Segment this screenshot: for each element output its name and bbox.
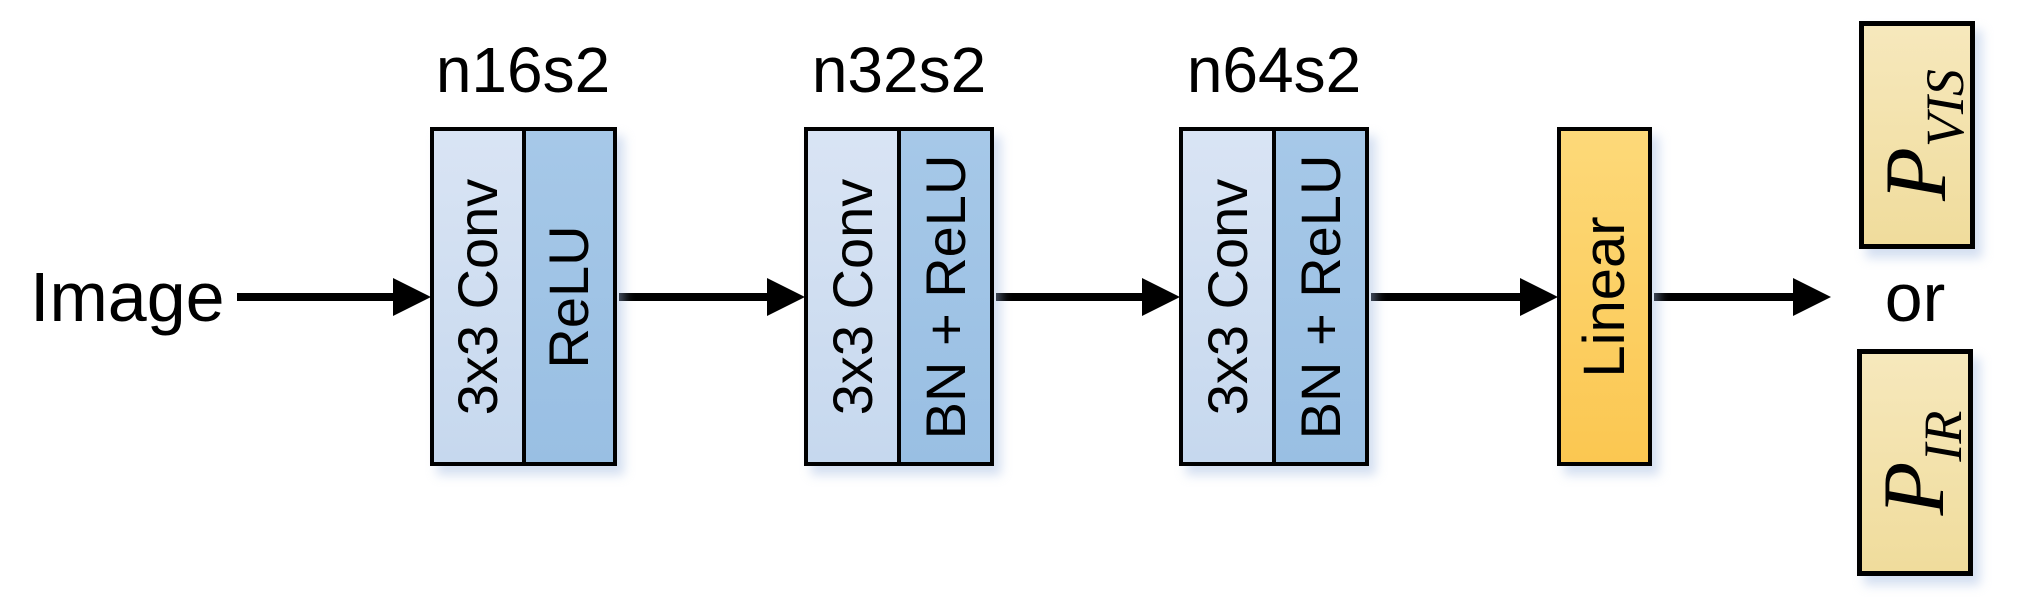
output-label-pvis: PVIS <box>1868 69 1975 201</box>
flow-arrow-5 <box>1654 278 1831 316</box>
conv-cell: 3x3 Conv <box>808 131 897 462</box>
activation-cell-label: BN + ReLU <box>1288 154 1352 439</box>
flow-arrow-2 <box>619 278 805 316</box>
conv-block-2: 3x3 Conv BN + ReLU <box>804 127 994 466</box>
or-label: or <box>1884 260 1946 336</box>
conv-cell: 3x3 Conv <box>434 131 522 462</box>
output-base: P <box>1866 461 1963 515</box>
output-base: P <box>1868 147 1965 201</box>
conv-cell: 3x3 Conv <box>1183 131 1272 462</box>
block-label-n16s2: n16s2 <box>435 34 611 106</box>
conv-block-3: 3x3 Conv BN + ReLU <box>1179 127 1369 466</box>
linear-block: Linear <box>1557 127 1652 466</box>
output-box-pir: PIR <box>1857 349 1973 576</box>
conv-block-1: 3x3 Conv ReLU <box>430 127 617 466</box>
activation-cell: BN + ReLU <box>1272 131 1365 462</box>
output-subscript: VIS <box>1915 69 1975 148</box>
output-label-pir: PIR <box>1866 410 1973 515</box>
conv-cell-label: 3x3 Conv <box>445 178 509 415</box>
arrowhead-icon <box>1520 278 1558 316</box>
arrowhead-icon <box>393 278 431 316</box>
arrowhead-icon <box>1793 278 1831 316</box>
output-box-pvis: PVIS <box>1859 21 1975 249</box>
block-label-n32s2: n32s2 <box>811 34 987 106</box>
input-label: Image <box>30 258 225 336</box>
output-subscript: IR <box>1913 410 1973 462</box>
block-label-n64s2: n64s2 <box>1186 34 1362 106</box>
flow-arrow-4 <box>1371 278 1558 316</box>
conv-cell-label: 3x3 Conv <box>820 178 884 415</box>
activation-cell-label: ReLU <box>537 224 601 369</box>
flow-arrow-1 <box>237 278 431 316</box>
linear-block-label: Linear <box>1571 215 1637 378</box>
activation-cell: ReLU <box>521 131 613 462</box>
activation-cell-label: BN + ReLU <box>913 154 977 439</box>
activation-cell: BN + ReLU <box>897 131 990 462</box>
flow-arrow-3 <box>996 278 1180 316</box>
conv-cell-label: 3x3 Conv <box>1195 178 1259 415</box>
arrowhead-icon <box>1142 278 1180 316</box>
arrowhead-icon <box>767 278 805 316</box>
